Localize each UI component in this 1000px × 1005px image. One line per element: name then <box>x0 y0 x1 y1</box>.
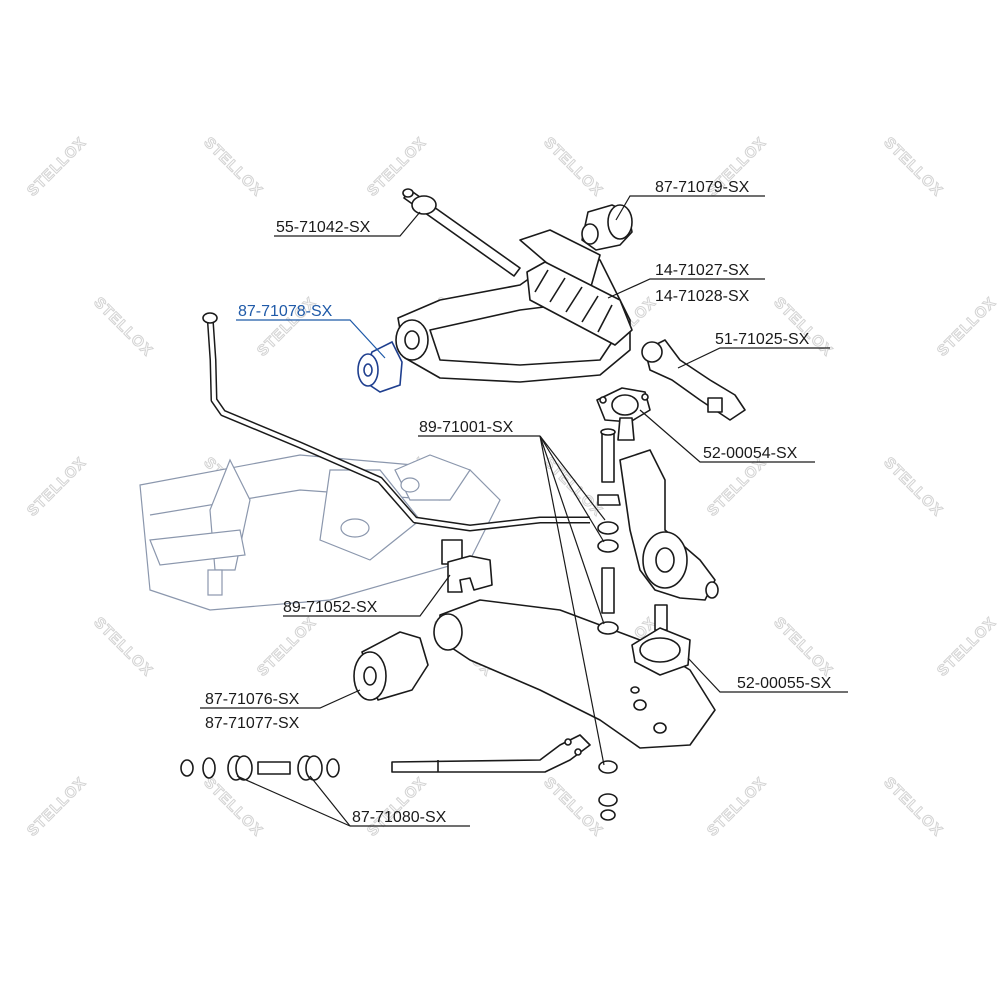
watermark-tile: STELLOX <box>540 774 606 840</box>
label-14-71027: 14-71027-SX <box>655 262 750 279</box>
watermark-tile: STELLOX <box>200 774 266 840</box>
lower-control-arm <box>433 599 716 749</box>
part-labels: 87-71079-SX 55-71042-SX 14-71027-SX 14-7… <box>205 179 832 826</box>
bushing-hardware-set <box>180 755 340 781</box>
tie-rod-end <box>641 339 746 421</box>
watermark-tile: STELLOX <box>90 294 156 360</box>
stabilizer-bracket <box>441 539 493 593</box>
label-55-71042: 55-71042-SX <box>276 219 371 236</box>
watermark-tile: STELLOX <box>880 134 946 200</box>
watermark-tile: STELLOX <box>90 614 156 680</box>
vehicle-frame <box>139 454 501 611</box>
watermark-tile: STELLOX <box>770 614 836 680</box>
watermark-tile: STELLOX <box>880 454 946 520</box>
stabilizer-link <box>597 428 621 821</box>
label-87-71079: 87-71079-SX <box>655 179 750 196</box>
steering-knuckle <box>619 449 719 601</box>
watermark-tile: STELLOX <box>540 134 606 200</box>
watermark-tile: STELLOX <box>24 134 90 200</box>
upper-ball-joint <box>596 387 651 441</box>
steering-rack-boot <box>526 261 633 346</box>
watermark-tile: STELLOX <box>24 454 90 520</box>
bushing-87-71076 <box>353 631 429 701</box>
watermark-tile: STELLOX <box>880 774 946 840</box>
watermark-tile: STELLOX <box>704 774 770 840</box>
watermark-tile: STELLOX <box>770 294 836 360</box>
label-89-71052: 89-71052-SX <box>283 599 378 616</box>
bushing-87-71078-highlighted <box>357 340 403 393</box>
inner-tie-rod <box>402 188 521 277</box>
leader-lines <box>200 195 848 827</box>
label-87-71080: 87-71080-SX <box>352 809 447 826</box>
label-89-71001: 89-71001-SX <box>419 419 514 436</box>
watermark-tile: STELLOX <box>934 614 1000 680</box>
label-87-71078: 87-71078-SX <box>238 303 333 320</box>
watermark-tile: STELLOX <box>934 294 1000 360</box>
watermark-tile: STELLOX <box>254 614 320 680</box>
watermark-tile: STELLOX <box>364 774 430 840</box>
lower-ball-joint <box>631 604 691 676</box>
label-52-00055: 52-00055-SX <box>737 675 832 692</box>
watermark-tile: STELLOX <box>200 134 266 200</box>
bushing-87-71079 <box>581 204 633 251</box>
label-87-71076: 87-71076-SX <box>205 691 300 708</box>
stabilizer-bar <box>202 312 590 532</box>
label-52-00054: 52-00054-SX <box>703 445 798 462</box>
label-87-71077: 87-71077-SX <box>205 715 300 732</box>
label-14-71028: 14-71028-SX <box>655 288 750 305</box>
watermark-tile: STELLOX <box>364 134 430 200</box>
strut-rod <box>391 734 591 773</box>
watermark-tile: STELLOX <box>704 454 770 520</box>
watermark-tile: STELLOX <box>24 774 90 840</box>
label-51-71025: 51-71025-SX <box>715 331 810 348</box>
